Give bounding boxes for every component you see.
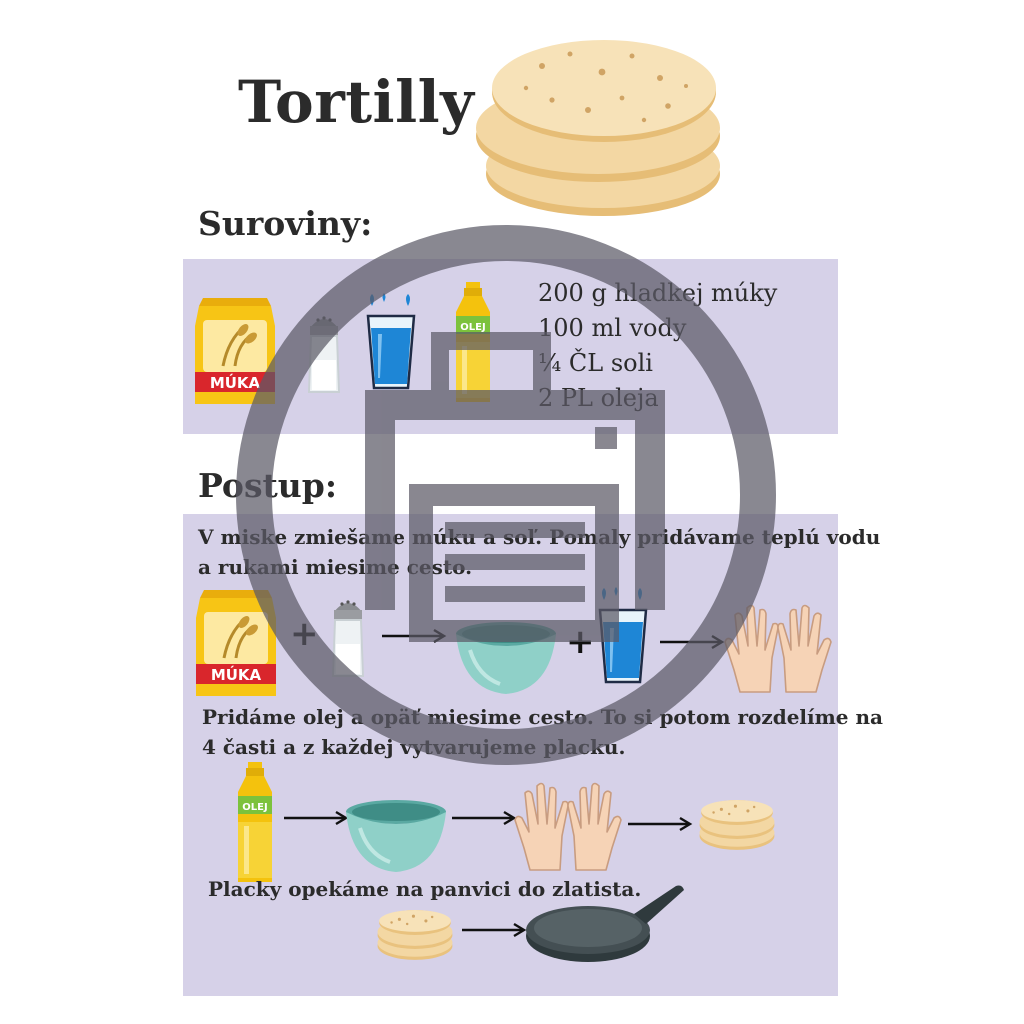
page-title: Tortilly <box>238 68 475 136</box>
ingredients-list: 200 g hladkej múky 100 ml vody ¼ ČL soli… <box>538 276 777 416</box>
ingredients-heading: Suroviny: <box>198 204 373 243</box>
ingredient-item: 200 g hladkej múky <box>538 279 778 307</box>
water-glass-icon <box>366 291 416 390</box>
frying-pan-icon <box>526 885 684 962</box>
salt-shaker-icon <box>332 599 364 677</box>
bowl-icon <box>344 798 448 874</box>
plus-sign: + <box>290 614 319 654</box>
step-line: a rukami miesime cesto. <box>198 555 473 579</box>
salt-shaker-icon <box>308 315 340 393</box>
arrow-right-icon <box>282 810 348 826</box>
tortilla-stack-icon <box>476 40 720 216</box>
ingredient-item: 2 PL oleja <box>538 384 659 412</box>
flour-bag-label: MÚKA <box>210 373 261 392</box>
flour-bag-label: MÚKA <box>211 665 262 684</box>
tortilla-stack-icon <box>377 910 453 960</box>
bowl-icon <box>454 620 558 696</box>
plus-sign: + <box>566 622 595 662</box>
oil-bottle-label: OLEJ <box>460 322 485 333</box>
flour-bag-icon: MÚKA <box>193 296 277 406</box>
step-line: V miske zmiešame múku a soľ. Pomaly prid… <box>198 525 881 549</box>
flour-bag-icon: MÚKA <box>194 588 278 698</box>
arrow-right-icon <box>450 810 516 826</box>
arrow-right-icon <box>380 628 446 644</box>
procedure-heading: Postup: <box>198 466 338 505</box>
oil-bottle-icon: OLEJ <box>238 762 272 882</box>
step-line: Placky opekáme na panvici do zlatista. <box>208 877 642 901</box>
ingredient-item: 100 ml vody <box>538 314 687 342</box>
step-line: 4 časti a z každej vytvarujeme placku. <box>202 735 626 759</box>
oil-bottle-icon: OLEJ <box>456 282 490 402</box>
step-line: Pridáme olej a opäť miesime cesto. To si… <box>202 705 883 729</box>
tortilla-stack-icon <box>699 800 775 850</box>
arrow-right-icon <box>658 634 724 650</box>
step-2-text: Pridáme olej a opäť miesime cesto. To si… <box>202 702 883 762</box>
step-1-text: V miske zmiešame múku a soľ. Pomaly prid… <box>198 522 880 582</box>
ingredient-item: ¼ ČL soli <box>538 349 653 377</box>
hands-icon <box>514 782 622 871</box>
oil-bottle-label: OLEJ <box>242 802 267 813</box>
water-glass-icon <box>598 585 648 684</box>
hands-icon <box>724 604 832 693</box>
arrow-right-icon <box>626 816 692 832</box>
step-3-text: Placky opekáme na panvici do zlatista. <box>208 874 641 904</box>
arrow-right-icon <box>460 922 526 938</box>
